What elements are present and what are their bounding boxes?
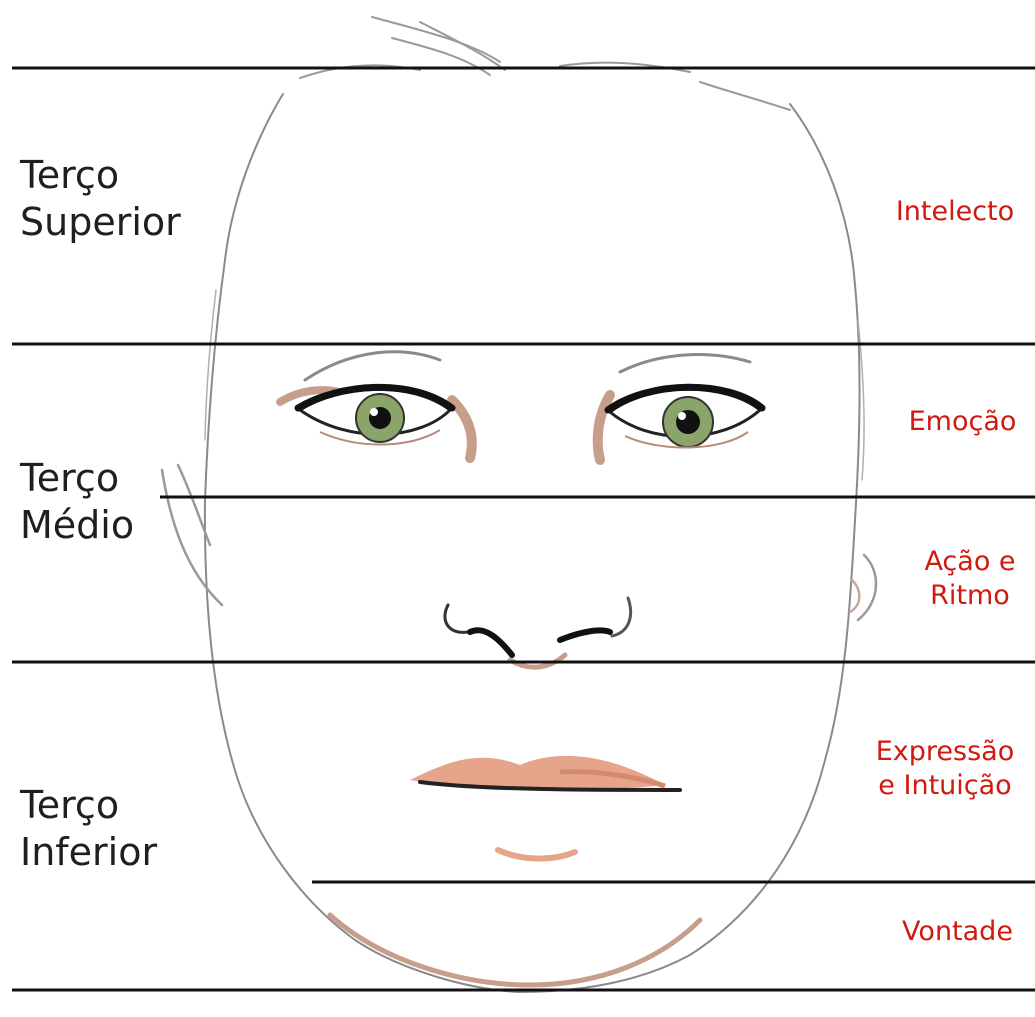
trait-label-emocao: Emoção: [890, 405, 1035, 439]
third-label-superior: Terço Superior: [20, 152, 181, 246]
trait-label-intelecto: Intelecto: [875, 195, 1035, 229]
nose-icon: [445, 598, 631, 667]
lips-icon: [410, 756, 680, 790]
third-label-medio: Terço Médio: [20, 455, 134, 549]
ear-icon: [162, 465, 876, 620]
hair-strands-icon: [300, 17, 790, 110]
trait-label-vontade: Vontade: [880, 915, 1035, 949]
chin-icon: [330, 850, 700, 985]
trait-label-expressao-intuicao: Expressão e Intuição: [855, 735, 1035, 803]
left-eye-icon: [298, 387, 452, 444]
trait-label-acao-ritmo: Ação e Ritmo: [905, 545, 1035, 613]
third-label-inferior: Terço Inferior: [20, 782, 157, 876]
right-eye-icon: [608, 387, 762, 447]
